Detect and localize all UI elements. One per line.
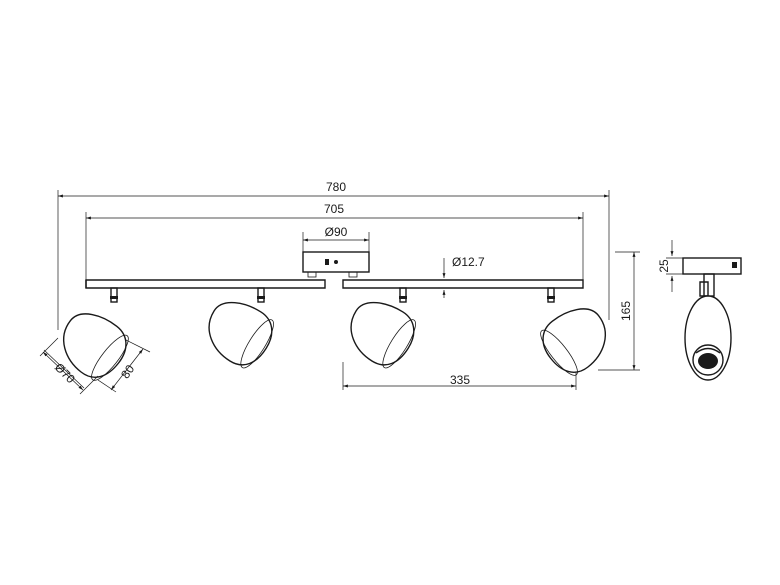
track-bar-left <box>85 279 326 289</box>
dimension-bar-diameter: Ø12.7 <box>438 255 485 298</box>
side-base-plate <box>682 257 742 275</box>
dimension-height: 165 <box>598 251 640 371</box>
front-view: 780 705 Ø90 Ø12.7 335 <box>39 180 640 395</box>
track-bar-right <box>342 279 584 289</box>
ceiling-base-plate <box>302 251 370 278</box>
dimension-o90-label: Ø90 <box>325 225 348 239</box>
dimension-25-label: 25 <box>657 259 671 273</box>
spotlight-2 <box>208 287 274 369</box>
dimension-spot-spacing: 335 <box>342 362 577 390</box>
dimension-o12-7-label: Ø12.7 <box>452 255 485 269</box>
dimension-base-height: 25 <box>657 240 683 292</box>
dimension-bar-length: 705 <box>85 202 584 280</box>
dimension-overall-length: 780 <box>57 180 610 330</box>
side-view: 25 <box>657 240 742 381</box>
dimension-780-label: 780 <box>326 180 346 194</box>
spotlight-3 <box>350 287 416 369</box>
dimension-335-label: 335 <box>450 373 470 387</box>
dimension-165-label: 165 <box>619 301 633 321</box>
dimension-705-label: 705 <box>324 202 344 216</box>
side-spotlight <box>684 295 732 381</box>
dimension-base-diameter: Ø90 <box>302 225 370 252</box>
dimension-80-label: 80 <box>118 362 137 381</box>
spotlight-4 <box>540 287 606 376</box>
side-stem <box>699 273 715 297</box>
